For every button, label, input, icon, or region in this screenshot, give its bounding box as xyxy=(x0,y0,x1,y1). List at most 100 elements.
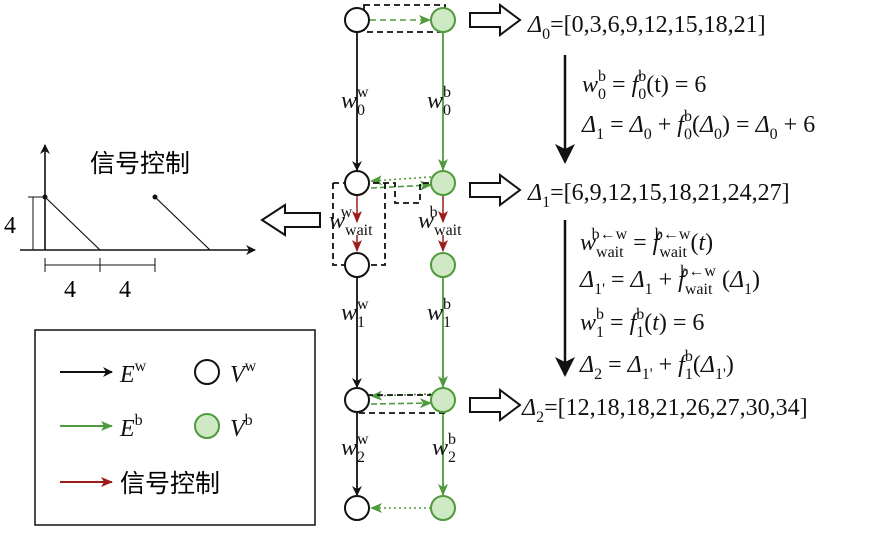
math-text: = xyxy=(605,267,631,293)
math-text: ( xyxy=(692,112,700,138)
math-subscript: 2 xyxy=(536,409,544,426)
math-superscript: w xyxy=(135,358,147,375)
math-subscript: 1' xyxy=(642,366,653,383)
math-superscript: w xyxy=(245,358,257,375)
math-superscript: b xyxy=(245,412,253,429)
math-text: ) xyxy=(705,230,713,256)
math-subscript: 1 xyxy=(636,324,644,341)
math-superscript: w xyxy=(357,296,369,313)
math-subscript: 0 xyxy=(638,86,646,103)
edge-label: w1w xyxy=(341,296,369,331)
math-text: ( xyxy=(690,230,698,256)
legend-vw: Vw xyxy=(230,358,257,388)
y-label: 4 xyxy=(4,213,16,239)
math-text: w xyxy=(582,72,598,98)
math-text: ) = 6 xyxy=(659,310,705,336)
math-superscript: b←w xyxy=(655,226,691,243)
math-text: f xyxy=(632,72,642,98)
edge-label: w2w xyxy=(341,431,369,466)
math-text: E xyxy=(119,362,135,388)
math-text: ) xyxy=(726,352,734,378)
chart-title: 信号控制 xyxy=(90,149,190,178)
math-superscript: b xyxy=(443,84,451,101)
vertex-b xyxy=(430,7,456,521)
math-subscript: 2 xyxy=(357,449,365,466)
math-text: = xyxy=(602,352,628,378)
math-text: =[6,9,12,15,18,21,24,27] xyxy=(550,180,790,206)
hollow-arrow-right xyxy=(469,173,522,207)
math-text: Δ xyxy=(627,352,642,378)
math-text: Δ xyxy=(630,267,645,293)
math-text: V xyxy=(230,416,247,442)
math-text: ) = xyxy=(722,112,756,138)
math-text: Δ xyxy=(521,395,536,421)
math-subscript: wait xyxy=(434,222,462,239)
edge-label: w0b xyxy=(427,84,451,119)
math-subscript: 0 xyxy=(542,26,550,43)
math-subscript: wait xyxy=(685,281,713,298)
math-text: E xyxy=(119,416,135,442)
math-text: Δ xyxy=(579,352,594,378)
math-text: w xyxy=(432,435,448,461)
legend-eb: Eb xyxy=(119,412,143,442)
equation: wwaitb←w = fwaitb←w(t) xyxy=(580,226,713,261)
math-text: w xyxy=(580,230,596,256)
equation: Δ1 = Δ0 + f0b(Δ0) = Δ0 + 6 xyxy=(581,108,815,143)
delta-0: Δ0=[0,3,6,9,12,15,18,21] xyxy=(527,12,766,43)
math-text: Δ xyxy=(579,267,594,293)
math-text: w xyxy=(427,300,443,326)
math-text: f xyxy=(630,310,640,336)
math-superscript: w xyxy=(357,431,369,448)
math-superscript: w xyxy=(357,84,369,101)
vertex-b-icon xyxy=(194,413,220,439)
math-subscript: 1 xyxy=(357,314,365,331)
legend-vb: Vb xyxy=(230,412,253,442)
math-subscript: 1' xyxy=(594,281,605,298)
math-text: w xyxy=(580,310,596,336)
math-superscript: b xyxy=(430,204,438,221)
math-text: ( xyxy=(716,267,730,293)
math-subscript: 0 xyxy=(357,102,365,119)
edge-label: wwaitb xyxy=(418,204,462,239)
math-text: w xyxy=(418,208,434,234)
math-subscript: 1 xyxy=(744,281,752,298)
delta-2: Δ2=[12,18,18,21,26,27,30,34] xyxy=(521,395,808,426)
math-superscript: b xyxy=(596,306,604,323)
math-superscript: w xyxy=(341,204,353,221)
math-superscript: b xyxy=(684,108,692,125)
math-text: = xyxy=(604,112,630,138)
math-text: ) xyxy=(752,267,760,293)
math-text: Δ xyxy=(755,112,770,138)
math-subscript: 1 xyxy=(685,366,693,383)
math-superscript: b xyxy=(638,68,646,85)
math-subscript: 0 xyxy=(714,126,722,143)
signal-control-chart: 4 4 4 信号控制 xyxy=(4,144,256,303)
math-text: =[12,18,18,21,26,27,30,34] xyxy=(544,395,808,421)
math-subscript: 1 xyxy=(645,281,653,298)
math-text: Δ xyxy=(629,112,644,138)
signal-ramp xyxy=(44,196,101,251)
hollow-arrow-left xyxy=(260,203,321,237)
math-superscript: b xyxy=(135,412,143,429)
math-subscript: 2 xyxy=(594,366,602,383)
math-subscript: 0 xyxy=(644,126,652,143)
hollow-arrow-right xyxy=(469,3,522,37)
math-text: f xyxy=(653,230,663,256)
math-superscript: b xyxy=(598,68,606,85)
math-text: f xyxy=(678,267,688,293)
math-text: Δ xyxy=(527,180,542,206)
math-subscript: 1 xyxy=(596,126,604,143)
edge-label: w2b xyxy=(432,431,456,466)
equation: w0b = f0b(t) = 6 xyxy=(582,68,706,103)
math-subscript: 0 xyxy=(443,102,451,119)
x-label: 4 xyxy=(64,277,76,303)
math-subscript: 2 xyxy=(448,449,456,466)
math-text: + xyxy=(653,267,679,293)
math-subscript: 0 xyxy=(770,126,778,143)
math-text: ( xyxy=(693,352,701,378)
math-subscript: 1 xyxy=(596,324,604,341)
math-subscript: wait xyxy=(659,244,687,261)
legend-signal: 信号控制 xyxy=(120,469,220,498)
x-bracket xyxy=(44,258,156,272)
math-superscript: b←w xyxy=(680,263,716,280)
